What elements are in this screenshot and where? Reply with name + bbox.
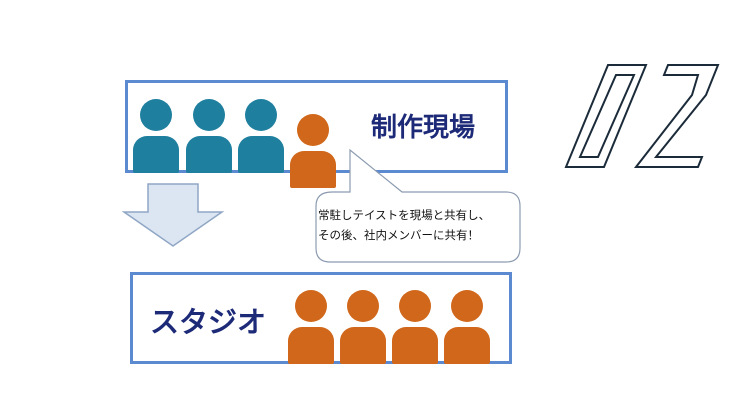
person-head (295, 290, 327, 322)
speech-bubble (315, 148, 521, 263)
studio-label: スタジオ (150, 305, 267, 339)
person-icon (131, 99, 181, 173)
speech-bubble-text: 常駐しテイストを現場と共有し、 その後、社内メンバーに共有！ (318, 208, 491, 242)
person-head (297, 114, 329, 146)
down-arrow-icon (121, 183, 225, 247)
digit-zero-inner-shape (578, 74, 636, 158)
person-head (451, 290, 483, 322)
resident-person-icon (288, 114, 338, 188)
person-icon (184, 99, 234, 173)
studio-person-icon (286, 290, 336, 364)
person-body (186, 136, 232, 173)
person-body (238, 136, 284, 173)
person-body (444, 327, 490, 364)
person-head (140, 99, 172, 131)
person-body (290, 151, 336, 188)
person-head (245, 99, 277, 131)
production-site-label: 制作現場 (371, 113, 476, 143)
person-icon (236, 99, 286, 173)
person-body (340, 327, 386, 364)
person-body (392, 327, 438, 364)
studio-person-icon (390, 290, 440, 364)
person-body (288, 327, 334, 364)
person-head (193, 99, 225, 131)
speech-bubble-shape (315, 148, 521, 263)
digit-zero-shape (564, 64, 648, 168)
step-number-02 (564, 64, 720, 168)
studio-person-icon (338, 290, 388, 364)
person-body (133, 136, 179, 173)
down-arrow-shape (121, 183, 225, 247)
digit-two-shape (633, 64, 720, 168)
person-head (347, 290, 379, 322)
person-head (399, 290, 431, 322)
studio-person-icon (442, 290, 492, 364)
